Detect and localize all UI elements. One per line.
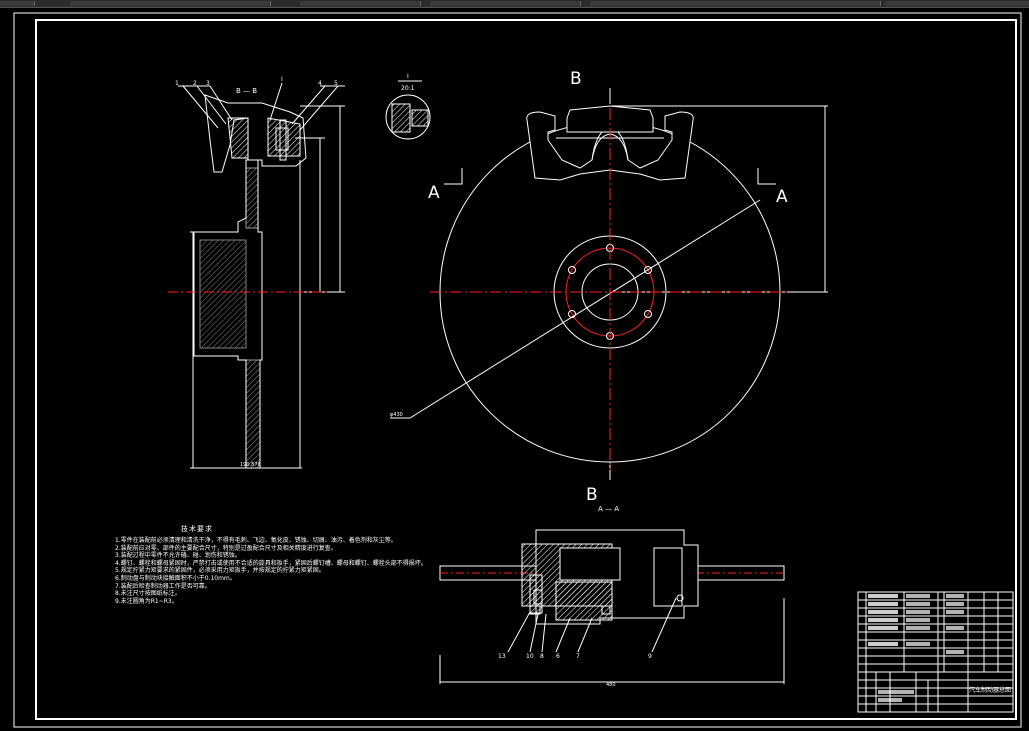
cut-letter-b: B: [570, 69, 582, 89]
section-label-bb: B — B: [236, 87, 257, 95]
inner-frame: [35, 19, 1017, 720]
note-item: 4.螺钉、螺栓和螺母紧固时，严禁打击或使用不合适的旋具和扳手，紧固后螺钉槽、螺母…: [115, 559, 427, 567]
leader-number: 8: [540, 653, 544, 660]
toolbar-segment[interactable]: [0, 1, 35, 6]
toolbar-segment[interactable]: [300, 1, 421, 6]
note-item: 2.装配前应对零、部件的主要配合尺寸，特别是过盈配合尺寸及相关精度进行复查。: [115, 544, 337, 552]
leader-number: 3: [206, 80, 210, 87]
leader-number: 7: [576, 653, 580, 660]
title-block: [857, 591, 1014, 713]
cut-letter-a: A: [776, 187, 788, 207]
toolbar-segment[interactable]: [70, 1, 271, 6]
leader-number: 1: [175, 80, 179, 87]
toolbar-segment[interactable]: [885, 1, 1029, 6]
detail-scale: 20:1: [401, 85, 415, 92]
leader-number: 10: [526, 653, 534, 660]
section-label-aa: A — A: [598, 505, 619, 513]
note-item: 5.规定拧紧力矩要求的紧固件，必须采用力矩扳手，并按规定的拧紧力矩紧固。: [115, 567, 325, 575]
leader-number: 6: [556, 653, 560, 660]
drawing-title: 汽车制动器总图: [969, 687, 1012, 694]
note-item: 3.装配过程中零件不允许磕、碰、划伤和锈蚀。: [115, 552, 241, 560]
section-view-bb: [178, 82, 345, 469]
notes-list: 1.零件在装配前必须清理和清洗干净，不得有毛刺、飞边、氧化皮、锈蚀、切屑、油污、…: [115, 537, 427, 605]
outer-frame: [13, 12, 1022, 728]
section-view-aa: [439, 529, 785, 684]
leader-number: 5: [334, 80, 338, 87]
title-block-filler: [868, 594, 964, 702]
note-item: 9.未注圆角为R1~R3。: [115, 597, 178, 605]
dimension-text: 190.876: [240, 462, 261, 468]
cut-letter-b: B: [586, 485, 598, 505]
toolbar-segment[interactable]: [430, 1, 581, 6]
note-item: 1.零件在装配前必须清理和清洗干净，不得有毛刺、飞边、氧化皮、锈蚀、切屑、油污、…: [115, 537, 397, 544]
dimension-text: φ430: [390, 412, 403, 418]
notes-title: 技术要求: [181, 525, 213, 533]
leader-number: 9: [648, 653, 652, 660]
dimension-text: 480: [606, 682, 616, 688]
leader-number: 4: [318, 80, 322, 87]
detail-view-i: [385, 80, 431, 140]
toolbar-segment[interactable]: [590, 1, 881, 6]
front-view-disc: [390, 88, 828, 480]
note-item: 8.未注尺寸按图纸标注。: [115, 590, 181, 598]
toolbar: [0, 0, 1029, 8]
leader-number: 2: [193, 80, 197, 87]
note-item: 7.装配后检查制动器工作是否可靠。: [115, 582, 211, 590]
leader-number: 13: [498, 653, 506, 660]
detail-label: I: [407, 73, 409, 80]
note-item: 6.制动盘与制动块接触面积不小于0.10mm。: [115, 574, 236, 582]
cut-letter-a: A: [428, 183, 440, 203]
leader-number: I: [281, 76, 283, 83]
